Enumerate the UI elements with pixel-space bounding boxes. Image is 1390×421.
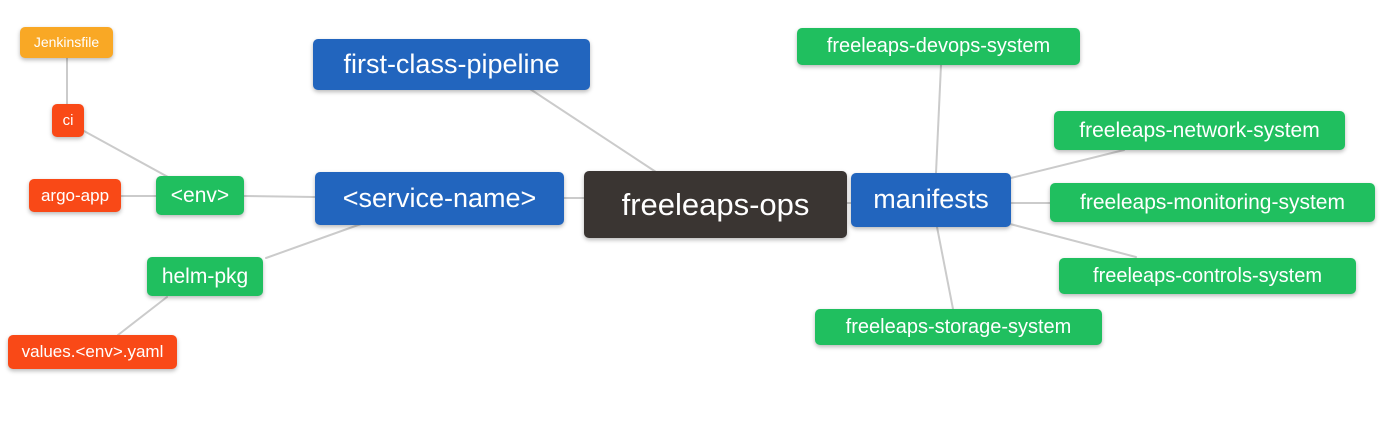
node-label-values-env-yaml: values.<env>.yaml: [21, 342, 164, 361]
node-freeleaps-devops-system[interactable]: freeleaps-devops-system: [797, 28, 1080, 65]
node-ci[interactable]: ci: [52, 104, 84, 137]
node-label-service-name: <service-name>: [342, 182, 537, 213]
node-label-helm-pkg: helm-pkg: [161, 264, 249, 288]
edge-manifests-to-freeleaps-storage-system: [936, 226, 954, 310]
node-freeleaps-network-system[interactable]: freeleaps-network-system: [1054, 111, 1345, 150]
node-helm-pkg[interactable]: helm-pkg: [147, 257, 263, 296]
node-label-jenkinsfile: Jenkinsfile: [33, 34, 100, 50]
node-env[interactable]: <env>: [156, 176, 244, 215]
node-label-freeleaps-network-system: freeleaps-network-system: [1079, 118, 1320, 142]
edge-env-to-service-name: [243, 195, 316, 198]
node-freeleaps-storage-system[interactable]: freeleaps-storage-system: [815, 309, 1102, 345]
node-label-freeleaps-devops-system: freeleaps-devops-system: [826, 35, 1051, 57]
node-first-class-pipeline[interactable]: first-class-pipeline: [313, 39, 590, 90]
node-label-freeleaps-controls-system: freeleaps-controls-system: [1093, 264, 1322, 287]
edge-manifests-to-freeleaps-devops-system: [935, 64, 942, 174]
edge-first-class-pipeline-to-freeleaps-ops: [529, 88, 657, 173]
node-label-manifests: manifests: [873, 184, 989, 214]
node-service-name[interactable]: <service-name>: [315, 172, 564, 225]
node-label-freeleaps-monitoring-system: freeleaps-monitoring-system: [1080, 190, 1345, 214]
node-manifests[interactable]: manifests: [851, 173, 1011, 227]
node-label-env: <env>: [170, 183, 230, 207]
node-freeleaps-monitoring-system[interactable]: freeleaps-monitoring-system: [1050, 183, 1375, 222]
edge-manifests-to-freeleaps-network-system: [1010, 149, 1125, 179]
node-label-ci: ci: [62, 111, 74, 129]
edge-helm-pkg-to-service-name: [265, 223, 362, 259]
node-freeleaps-controls-system[interactable]: freeleaps-controls-system: [1059, 258, 1356, 294]
edge-manifests-to-freeleaps-controls-system: [1009, 223, 1137, 258]
node-values-env-yaml[interactable]: values.<env>.yaml: [8, 335, 177, 369]
node-label-argo-app: argo-app: [40, 185, 110, 205]
node-label-freeleaps-storage-system: freeleaps-storage-system: [845, 315, 1072, 338]
node-label-freeleaps-ops: freeleaps-ops: [621, 186, 810, 222]
node-jenkinsfile[interactable]: Jenkinsfile: [20, 27, 113, 58]
node-label-first-class-pipeline: first-class-pipeline: [343, 48, 560, 79]
edge-ci-to-env: [83, 130, 169, 178]
edge-values-env-yaml-to-helm-pkg: [117, 296, 168, 336]
node-argo-app[interactable]: argo-app: [29, 179, 121, 212]
node-freeleaps-ops[interactable]: freeleaps-ops: [584, 171, 847, 238]
